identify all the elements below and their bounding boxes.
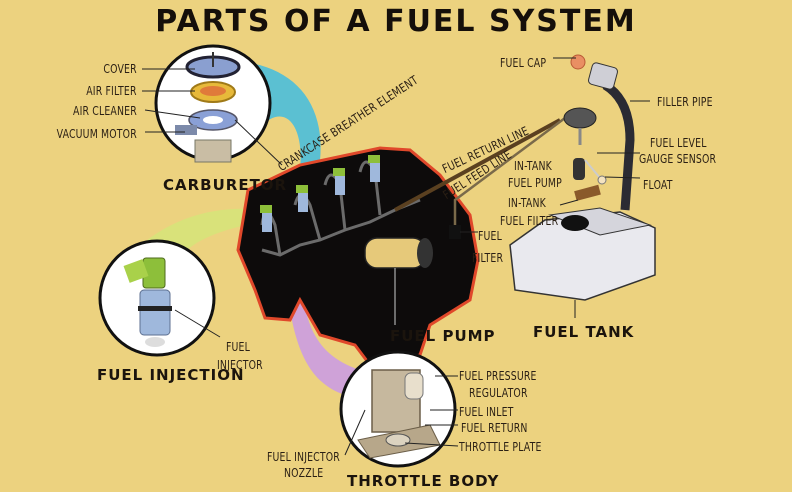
- fuel-return-line: [394, 118, 561, 212]
- label-fuel-injector-2: INJECTOR: [217, 358, 263, 372]
- label-fuel-inlet: FUEL INLET: [459, 405, 514, 419]
- label-filler-pipe: FILLER PIPE: [657, 95, 713, 109]
- filler-neck: [587, 62, 619, 90]
- carburetor-title: CARBURETOR: [163, 176, 288, 194]
- label-fuel-pressure-1: FUEL PRESSURE: [459, 369, 537, 383]
- label-float: FLOAT: [643, 178, 673, 192]
- label-fuel-level-1: FUEL LEVEL: [650, 136, 707, 150]
- fuel-filter-part: [449, 225, 461, 239]
- fuel-cap-part: [570, 54, 586, 70]
- label-air-filter: AIR FILTER: [86, 84, 137, 98]
- throttle-body-illustration: [339, 350, 457, 468]
- label-fuel-filter-2: FILTER: [472, 251, 504, 265]
- filler-pipe: [602, 81, 635, 211]
- label-fuel-cap: FUEL CAP: [500, 56, 547, 70]
- label-fuel-level-2: GAUGE SENSOR: [639, 152, 717, 166]
- label-in-tank-filter-1: IN-TANK: [508, 196, 546, 210]
- fuel-feed-line: [453, 116, 566, 225]
- in-tank-pump-assembly: [563, 107, 607, 201]
- page-title: PARTS OF A FUEL SYSTEM: [155, 4, 637, 39]
- label-injector-nozzle-2: NOZZLE: [284, 466, 324, 480]
- fuel-injector-illustration: [98, 239, 216, 357]
- label-fuel-filter-1: FUEL: [478, 229, 502, 243]
- label-fuel-pressure-2: REGULATOR: [469, 386, 528, 400]
- fuel-injection-title: FUEL INJECTION: [97, 366, 245, 384]
- label-throttle-plate: THROTTLE PLATE: [459, 440, 542, 454]
- label-fuel-injector-1: FUEL: [226, 340, 250, 354]
- fuel-pump-title: FUEL PUMP: [390, 327, 496, 345]
- label-cover: COVER: [103, 62, 137, 76]
- leader-lines: [142, 57, 650, 456]
- label-air-cleaner: AIR CLEANER: [73, 104, 137, 118]
- label-injector-nozzle-1: FUEL INJECTOR: [267, 450, 340, 464]
- engine-injectors: [260, 155, 380, 232]
- label-in-tank-pump-1: IN-TANK: [514, 159, 552, 173]
- label-fuel-return: FUEL RETURN: [461, 421, 528, 435]
- label-vacuum-motor: VACUUM MOTOR: [56, 127, 137, 141]
- throttle-body-title: THROTTLE BODY: [347, 472, 500, 490]
- label-in-tank-filter-2: FUEL FILTER: [500, 214, 559, 228]
- carburetor-illustration: [154, 44, 272, 163]
- label-in-tank-pump-2: FUEL PUMP: [508, 176, 562, 190]
- fuel-tank-title: FUEL TANK: [533, 323, 635, 341]
- fuel-tank-illustration: [509, 207, 656, 318]
- throttle-callout-beam: [283, 215, 360, 395]
- engine-fuel-pump: [364, 237, 433, 325]
